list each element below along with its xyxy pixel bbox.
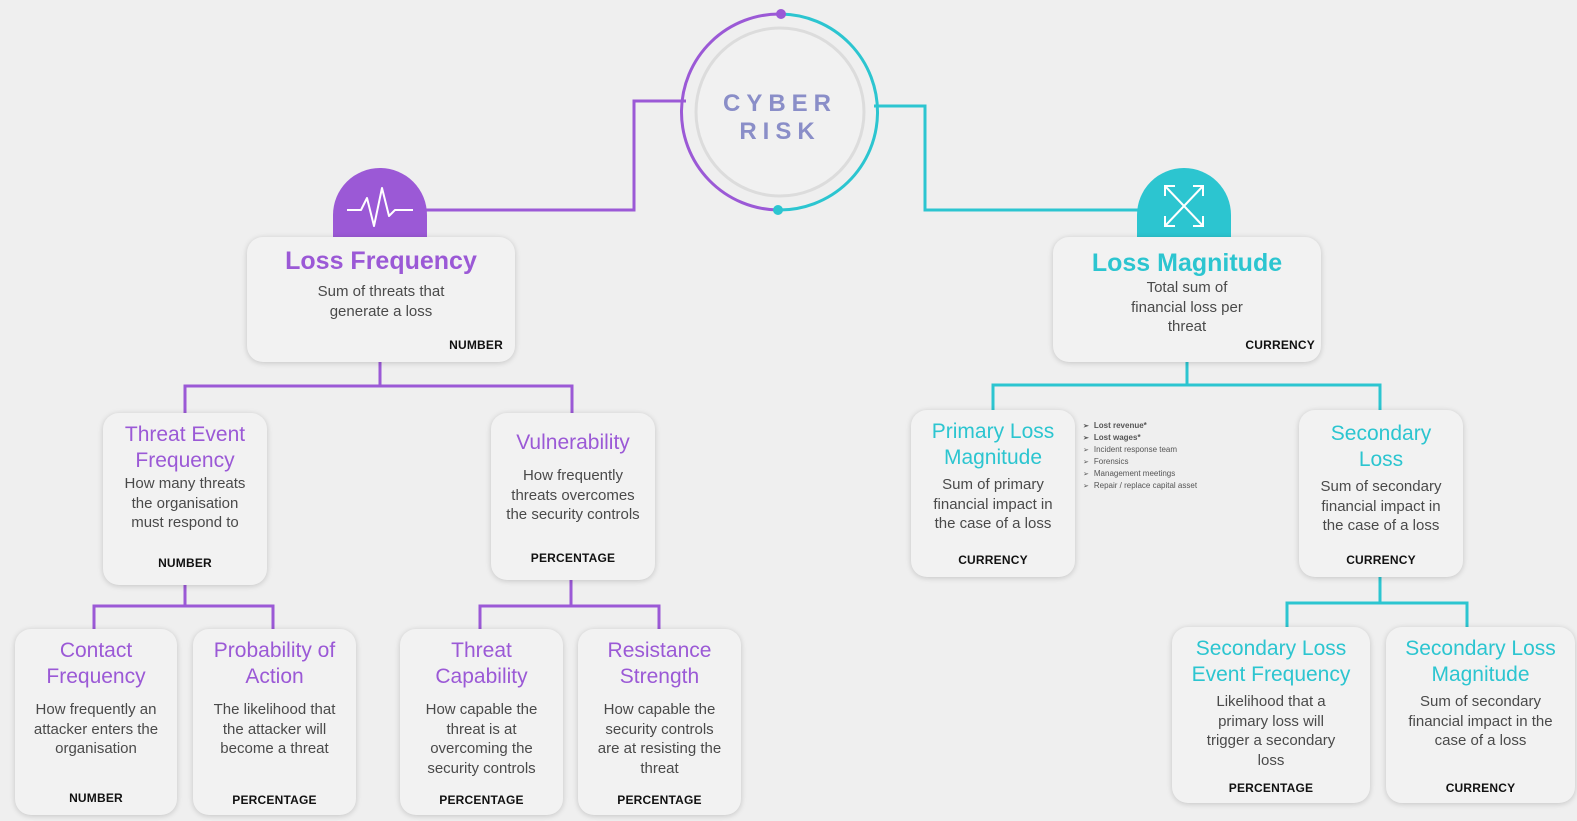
primary-loss-notes: Lost revenue* Lost wages* Incident respo… bbox=[1083, 421, 1197, 492]
resistance-strength-title: Resistance Strength bbox=[607, 639, 712, 688]
primary-loss-note: Management meetings bbox=[1083, 469, 1197, 481]
connector-vuln-bar bbox=[478, 604, 661, 629]
secondary-loss-event-frequency-desc: Likelihood that a primary loss will trig… bbox=[1206, 693, 1336, 769]
probability-of-action-node[interactable]: Probability of Action The likelihood tha… bbox=[193, 629, 356, 815]
threat-capability-desc: How capable the threat is at overcoming … bbox=[425, 701, 538, 777]
threat-event-frequency-node[interactable]: Threat Event Frequency How many threats … bbox=[103, 413, 267, 585]
loss-frequency-desc: Sum of threats that generate a loss bbox=[317, 283, 445, 320]
probability-of-action-desc: The likelihood that the attacker will be… bbox=[213, 701, 336, 757]
secondary-loss-title: Secondary Loss bbox=[1330, 422, 1432, 471]
loss-frequency-unit: NUMBER bbox=[449, 338, 503, 352]
vulnerability-desc: How frequently threats overcomes the sec… bbox=[506, 467, 640, 523]
primary-loss-magnitude-unit: CURRENCY bbox=[958, 553, 1028, 567]
resistance-strength-unit: PERCENTAGE bbox=[617, 793, 702, 807]
contact-frequency-unit: NUMBER bbox=[69, 791, 123, 805]
secondary-loss-node[interactable]: Secondary Loss Sum of secondary financia… bbox=[1299, 410, 1463, 577]
probability-of-action-title: Probability of Action bbox=[213, 639, 336, 688]
primary-loss-magnitude-desc: Sum of primary financial impact in the c… bbox=[933, 476, 1053, 532]
connector-lf-bar bbox=[183, 384, 574, 413]
root-title-line1: CYBER bbox=[722, 90, 837, 117]
root-ring-teal bbox=[777, 12, 879, 212]
root-title: CYBER RISK bbox=[690, 90, 870, 146]
secondary-loss-event-frequency-title: Secondary Loss Event Frequency bbox=[1191, 637, 1351, 686]
secondary-loss-event-frequency-unit: PERCENTAGE bbox=[1228, 781, 1314, 795]
threat-event-frequency-desc: How many threats the organisation must r… bbox=[124, 475, 246, 531]
secondary-loss-desc: Sum of secondary financial impact in the… bbox=[1320, 478, 1442, 534]
probability-of-action-unit: PERCENTAGE bbox=[232, 793, 317, 807]
primary-loss-note: Forensics bbox=[1083, 457, 1197, 469]
primary-loss-note: Lost revenue* bbox=[1083, 421, 1197, 433]
root-circle-inner bbox=[694, 26, 866, 198]
loss-frequency-node[interactable]: Loss Frequency Sum of threats that gener… bbox=[247, 237, 515, 362]
loss-magnitude-unit: CURRENCY bbox=[1245, 338, 1315, 352]
loss-magnitude-title: Loss Magnitude bbox=[1091, 249, 1283, 277]
primary-loss-magnitude-node[interactable]: Primary Loss Magnitude Sum of primary fi… bbox=[911, 410, 1075, 577]
primary-loss-note: Incident response team bbox=[1083, 445, 1197, 457]
contact-frequency-title: Contact Frequency bbox=[46, 639, 146, 688]
threat-capability-node[interactable]: Threat Capability How capable the threat… bbox=[400, 629, 563, 815]
threat-event-frequency-unit: NUMBER bbox=[158, 556, 212, 570]
primary-loss-note: Repair / replace capital asset bbox=[1083, 481, 1197, 493]
vulnerability-title: Vulnerability bbox=[516, 431, 630, 454]
connector-tef-bar bbox=[92, 604, 275, 629]
loss-magnitude-node[interactable]: Loss Magnitude Total sum of financial lo… bbox=[1053, 237, 1321, 362]
primary-loss-magnitude-title: Primary Loss Magnitude bbox=[931, 420, 1055, 469]
resistance-strength-desc: How capable the security controls are at… bbox=[597, 701, 722, 777]
secondary-loss-magnitude-node[interactable]: Secondary Loss Magnitude Sum of secondar… bbox=[1386, 627, 1575, 803]
heartbeat-icon bbox=[333, 168, 427, 240]
connector-root-loss-magnitude bbox=[874, 104, 1139, 212]
connector-root-loss-frequency bbox=[426, 99, 686, 212]
connector-sl-bar bbox=[1285, 601, 1469, 627]
secondary-loss-event-frequency-node[interactable]: Secondary Loss Event Frequency Likelihoo… bbox=[1172, 627, 1370, 803]
root-title-line2: RISK bbox=[739, 118, 821, 145]
loss-magnitude-desc: Total sum of financial loss per threat bbox=[1131, 279, 1243, 335]
secondary-loss-magnitude-title: Secondary Loss Magnitude bbox=[1405, 637, 1556, 686]
contact-frequency-node[interactable]: Contact Frequency How frequently an atta… bbox=[15, 629, 177, 815]
connector-lm-bar bbox=[991, 383, 1382, 410]
threat-capability-unit: PERCENTAGE bbox=[439, 793, 524, 807]
loss-frequency-title: Loss Frequency bbox=[285, 247, 477, 275]
primary-loss-note: Lost wages* bbox=[1083, 433, 1197, 445]
root-ring-dot-bottom bbox=[773, 205, 783, 215]
contact-frequency-desc: How frequently an attacker enters the or… bbox=[33, 701, 159, 757]
threat-event-frequency-title: Threat Event Frequency bbox=[124, 423, 246, 472]
root-ring-dot-top bbox=[776, 9, 786, 19]
resistance-strength-node[interactable]: Resistance Strength How capable the secu… bbox=[578, 629, 741, 815]
secondary-loss-unit: CURRENCY bbox=[1346, 553, 1416, 567]
threat-capability-title: Threat Capability bbox=[435, 639, 528, 688]
root-ring-purple bbox=[680, 12, 782, 212]
vulnerability-unit: PERCENTAGE bbox=[530, 551, 616, 565]
expand-arrows-icon bbox=[1137, 168, 1231, 240]
secondary-loss-magnitude-unit: CURRENCY bbox=[1445, 781, 1516, 795]
secondary-loss-magnitude-desc: Sum of secondary financial impact in the… bbox=[1408, 693, 1553, 749]
vulnerability-node[interactable]: Vulnerability How frequently threats ove… bbox=[491, 413, 655, 580]
